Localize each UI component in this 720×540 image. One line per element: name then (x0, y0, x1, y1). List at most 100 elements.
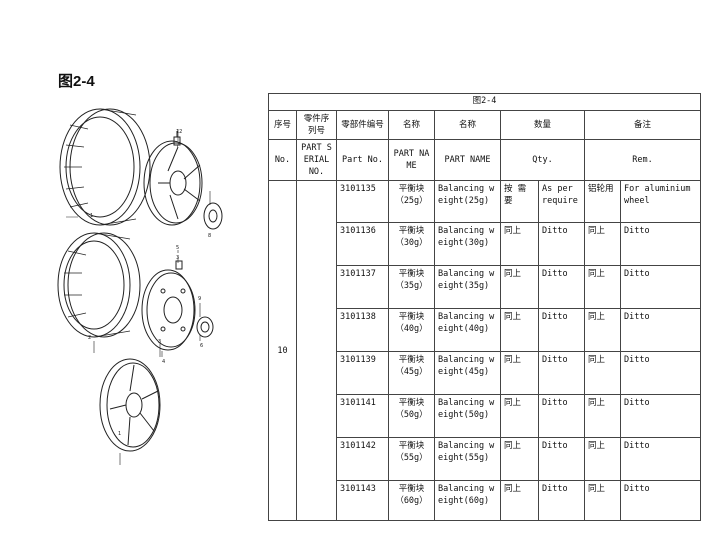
callout-5: 5 (176, 245, 179, 251)
rem-en: Ditto (620, 437, 701, 481)
table-row: 3101137 平衡块（35g） Balancing weight(35g) 同… (269, 265, 701, 309)
tire-lower (57, 232, 141, 338)
part-name-cn: 平衡块（35g） (388, 265, 435, 309)
part-number: 3101135 (336, 180, 389, 223)
header-cn-name1: 名称 (388, 110, 435, 140)
wheel-cap-lower (196, 316, 214, 338)
rem-en: Ditto (620, 222, 701, 266)
header-en-name1: PART NAME (388, 139, 435, 181)
table-caption: 图2-4 (268, 93, 701, 111)
parts-table: 图2-4 序号 零件序列号 零部件编号 名称 名称 数量 备注 No. PART… (268, 93, 701, 521)
rem-cn: 同上 (584, 394, 621, 438)
header-row-en: No. PART SERIAL NO. Part No. PART NAME P… (268, 139, 701, 181)
callout-1-lower: 1 (118, 431, 121, 437)
header-en-no: No. (268, 139, 297, 181)
rem-en: Ditto (620, 394, 701, 438)
part-name-cn: 平衡块（50g） (388, 394, 435, 438)
part-name-en: Balancing weight(40g) (434, 308, 501, 352)
tire-upper (59, 108, 151, 226)
alloy-wheel-upper (143, 140, 203, 226)
rem-cn: 同上 (584, 308, 621, 352)
part-name-en: Balancing weight(60g) (434, 480, 501, 521)
header-en-name2: PART NAME (434, 139, 501, 181)
header-cn-no: 序号 (268, 110, 297, 140)
part-number: 3101138 (336, 308, 389, 352)
part-name-cn: 平衡块（55g） (388, 437, 435, 481)
qty-en: Ditto (538, 394, 585, 438)
part-name-cn: 平衡块（60g） (388, 480, 435, 521)
callout-2: 2 (88, 335, 91, 341)
header-cn-serial: 零件序列号 (296, 110, 337, 140)
qty-cn: 同上 (500, 394, 539, 438)
part-name-en: Balancing weight(35g) (434, 265, 501, 309)
valve-lower (175, 260, 183, 270)
rem-cn: 同上 (584, 480, 621, 521)
rem-en: Ditto (620, 265, 701, 309)
rem-cn: 同上 (584, 222, 621, 266)
rem-cn: 同上 (584, 437, 621, 481)
qty-en: Ditto (538, 480, 585, 521)
callout-9: 9 (198, 296, 201, 302)
part-name-en: Balancing weight(45g) (434, 351, 501, 395)
rem-en: For aluminium wheel (620, 180, 701, 223)
wheel-exploded-diagram: 12 7 1 8 5 3 9 2 3 6 4 1 (57, 108, 223, 465)
part-name-en: Balancing weight(55g) (434, 437, 501, 481)
header-en-serial: PART SERIAL NO. (296, 139, 337, 181)
qty-cn: 按 需 要 (500, 180, 539, 223)
wheel-cover (99, 358, 161, 452)
part-number: 3101139 (336, 351, 389, 395)
part-name-cn: 平衡块（30g） (388, 222, 435, 266)
header-cn-partno: 零部件编号 (336, 110, 389, 140)
header-en-partno: Part No. (336, 139, 389, 181)
table-row: 3101138 平衡块（40g） Balancing weight(40g) 同… (269, 308, 701, 352)
part-serial-cell (296, 180, 337, 521)
callout-7: 7 (176, 143, 179, 149)
rem-en: Ditto (620, 351, 701, 395)
rem-cn: 铝轮用 (584, 180, 621, 223)
part-number: 3101141 (336, 394, 389, 438)
qty-cn: 同上 (500, 265, 539, 309)
callout-3: 3 (176, 255, 179, 261)
header-en-qty: Qty. (500, 139, 585, 181)
table-row: 10 3101135 平衡块（25g） Balancing weight(25g… (268, 180, 701, 521)
steel-wheel-lower (141, 269, 196, 351)
table-row: 3101136 平衡块（30g） Balancing weight(30g) 同… (269, 222, 701, 266)
part-name-cn: 平衡块（45g） (388, 351, 435, 395)
table-row: 3101141 平衡块（50g） Balancing weight(50g) 同… (269, 394, 701, 438)
valve-upper (173, 131, 181, 146)
rem-en: Ditto (620, 480, 701, 521)
part-number: 3101137 (336, 265, 389, 309)
header-cn-qty: 数量 (500, 110, 585, 140)
rem-en: Ditto (620, 308, 701, 352)
serial-number-cell: 10 (268, 180, 297, 521)
part-number: 3101143 (336, 480, 389, 521)
part-name-en: Balancing weight(50g) (434, 394, 501, 438)
page-title: 图2-4 (58, 73, 95, 90)
part-name-cn: 平衡块（40g） (388, 308, 435, 352)
qty-cn: 同上 (500, 222, 539, 266)
qty-cn: 同上 (500, 308, 539, 352)
callout-8: 8 (208, 233, 211, 239)
qty-cn: 同上 (500, 351, 539, 395)
header-en-rem: Rem. (584, 139, 701, 181)
qty-en: As per require (538, 180, 585, 223)
qty-en: Ditto (538, 351, 585, 395)
rem-cn: 同上 (584, 351, 621, 395)
qty-cn: 同上 (500, 437, 539, 481)
callout-3b: 3 (158, 339, 161, 345)
part-name-en: Balancing weight(25g) (434, 180, 501, 223)
qty-en: Ditto (538, 308, 585, 352)
part-name-en: Balancing weight(30g) (434, 222, 501, 266)
part-number: 3101136 (336, 222, 389, 266)
part-number: 3101142 (336, 437, 389, 481)
rem-cn: 同上 (584, 265, 621, 309)
part-name-cn: 平衡块（25g） (388, 180, 435, 223)
callout-1-upper: 1 (90, 213, 93, 219)
header-cn-name2: 名称 (434, 110, 501, 140)
hub-cap-small (203, 202, 223, 230)
callout-4: 4 (162, 359, 165, 365)
table-row: 3101142 平衡块（55g） Balancing weight(55g) 同… (269, 437, 701, 481)
qty-en: Ditto (538, 437, 585, 481)
table-row: 3101143 平衡块（60g） Balancing weight(60g) 同… (269, 480, 701, 521)
header-row-cn: 序号 零件序列号 零部件编号 名称 名称 数量 备注 (268, 110, 701, 140)
